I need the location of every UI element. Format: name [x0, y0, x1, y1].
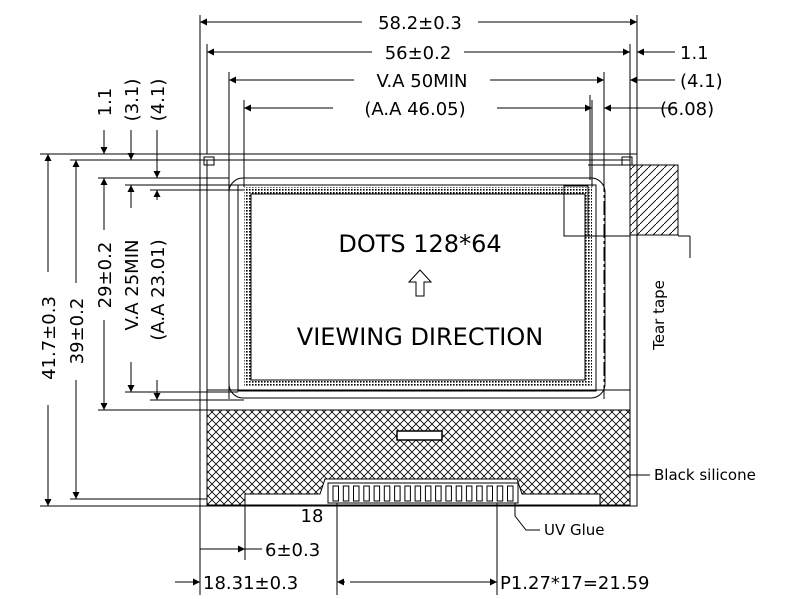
dim-glass-height: 29±0.2: [95, 242, 116, 309]
fpc-pin: [404, 485, 411, 502]
black-silicone-area: [206, 409, 650, 506]
pin-count-label: 18: [301, 506, 324, 527]
dim-right-2: (4.1): [680, 71, 723, 92]
fpc-pin: [383, 485, 391, 502]
top-dimension-lines: [199, 15, 675, 187]
dim-top-2: (3.1): [122, 79, 143, 122]
fpc-pin: [435, 485, 442, 502]
black-silicone-label: Black silicone: [654, 466, 756, 484]
dim-aa-height: (A.A 23.01): [148, 239, 169, 340]
fpc-pin: [363, 485, 370, 502]
fpc-pin: [476, 485, 483, 502]
uv-glue-label: UV Glue: [544, 521, 605, 539]
dim-outline-width: 56±0.2: [385, 43, 452, 64]
dim-aa-width: (A.A 46.05): [364, 99, 465, 120]
active-area: [244, 187, 592, 387]
dim-pin-pitch: P1.27*17=21.59: [500, 573, 649, 594]
tear-tape-label: Tear tape: [650, 280, 668, 351]
dim-va-width: V.A 50MIN: [377, 71, 468, 92]
fpc-pin: [332, 485, 339, 502]
fpc-pin: [414, 485, 422, 502]
fpc-pin: [342, 485, 350, 502]
dim-pin-start: 18.31±0.3: [203, 573, 298, 594]
dim-outline-height: 39±0.2: [67, 298, 88, 365]
dim-pin-offset: 6±0.3: [265, 540, 320, 561]
dim-top-1: 1.1: [95, 88, 116, 117]
bottom-dimension-lines: [175, 503, 498, 595]
uv-glue-leader: [514, 503, 540, 531]
dim-top-3: (4.1): [148, 79, 169, 122]
dim-right-1: 1.1: [680, 43, 709, 64]
glass-panel: [228, 177, 606, 400]
fpc-pin: [353, 485, 360, 502]
fpc-pin: [394, 485, 401, 502]
dim-overall-width: 58.2±0.3: [378, 13, 462, 34]
dim-right-3: (6.08): [660, 99, 714, 120]
fpc-pin: [455, 485, 463, 502]
dots-label: DOTS 128*64: [338, 230, 501, 258]
dim-overall-height: 41.7±0.3: [39, 296, 60, 380]
fpc-pin: [373, 485, 381, 502]
fpc-pin: [507, 485, 514, 502]
fpc-pin: [496, 485, 504, 502]
dim-va-height: V.A 25MIN: [122, 240, 143, 331]
left-dimension-lines: [40, 130, 244, 507]
viewing-direction-label: VIEWING DIRECTION: [297, 323, 543, 351]
fpc-pin: [486, 485, 493, 502]
fpc-pins: [327, 482, 519, 504]
up-arrow-icon: [407, 269, 433, 297]
tear-tape: [563, 164, 691, 258]
fpc-pin: [465, 485, 473, 502]
fpc-pin: [445, 485, 452, 502]
fpc-pin: [424, 485, 432, 502]
